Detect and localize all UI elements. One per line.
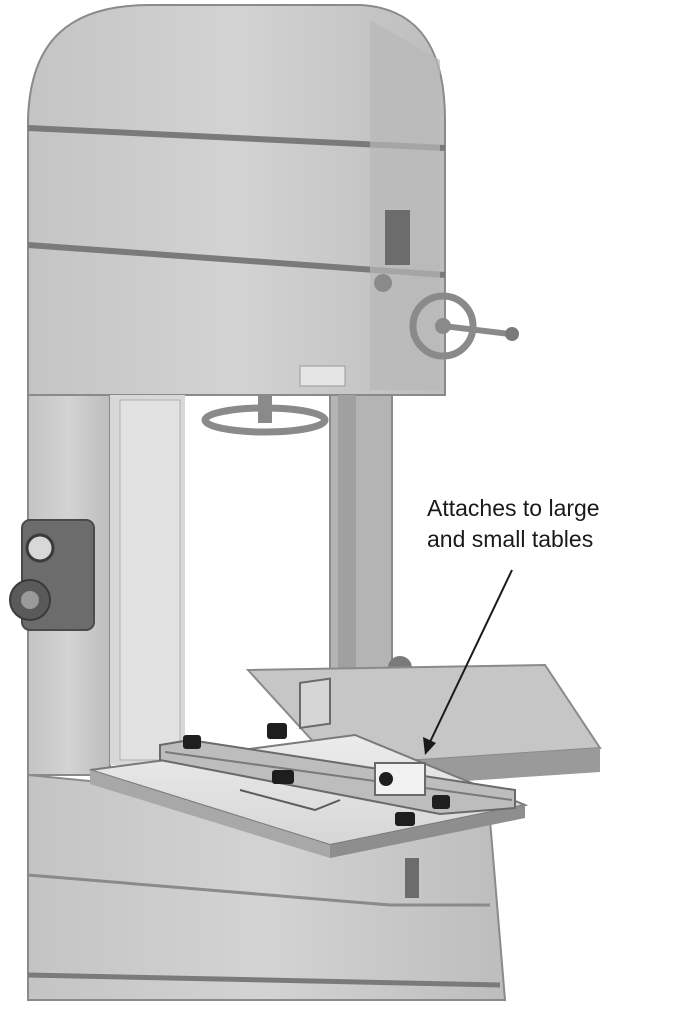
callout-arrow [423,569,513,755]
power-switch [9,519,95,631]
upper-wheel-housing [27,4,446,396]
callout-label: Attaches to large and small tables [427,493,667,555]
housing-latch [385,210,410,265]
saw-table [245,663,602,784]
callout-line-2: and small tables [427,526,594,552]
callout-line-1: Attaches to large [427,495,600,521]
blade-guide-post [201,394,412,728]
tension-handwheel [374,274,519,360]
fence-knobs [183,723,450,826]
